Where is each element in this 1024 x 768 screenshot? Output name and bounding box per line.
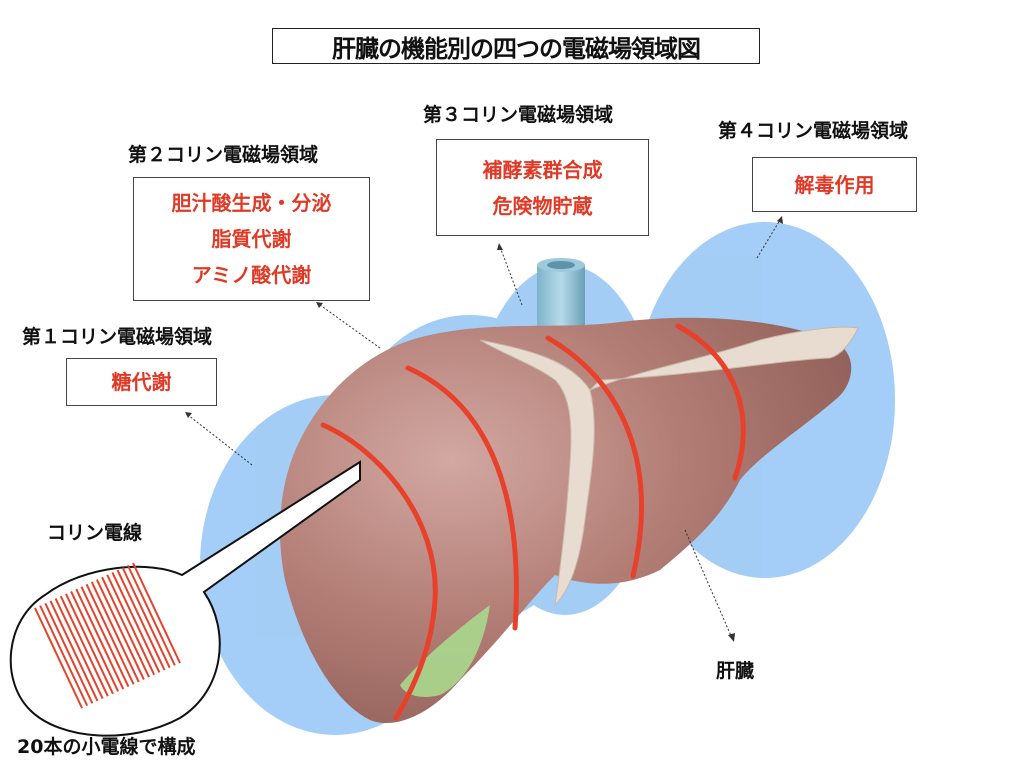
region-2-function: アミノ酸代謝 (191, 263, 312, 287)
small-wire (44, 602, 94, 704)
wire-2 (405, 365, 519, 631)
region-3-function: 補酵素群合成 (482, 157, 603, 182)
small-wire (101, 576, 150, 678)
region-2-label: 第２コリン電磁場領域 (128, 144, 319, 166)
small-wire (116, 569, 166, 671)
small-wire (111, 572, 161, 673)
small-wire (132, 562, 181, 664)
small-wire (70, 590, 120, 692)
small-wire (54, 598, 104, 699)
arrow-region-4 (756, 219, 781, 259)
wire-1 (320, 422, 438, 721)
callout-bubble (9, 460, 361, 737)
small-wire (90, 581, 140, 683)
page-title: 肝臓の機能別の四つの電磁場領域図 (272, 28, 760, 64)
region-1-function: 糖代謝 (111, 370, 172, 394)
small-wire (39, 605, 89, 707)
arrow-region-2 (319, 304, 381, 349)
small-wire (95, 579, 145, 681)
small-wire (126, 564, 176, 666)
small-wire (106, 574, 156, 676)
small-wire (65, 593, 114, 695)
region-1-label: 第１コリン電磁場領域 (22, 326, 213, 348)
region-2-function: 胆汁酸生成・分泌 (171, 191, 332, 215)
region-4-label: 第４コリン電磁場領域 (718, 120, 909, 142)
region-1-functions-box: 糖代謝 (66, 358, 217, 406)
small-wire (85, 583, 135, 685)
region-2-function: 脂質代謝 (211, 227, 292, 251)
liver-label: 肝臓 (716, 660, 755, 682)
region-4-function: 解毒作用 (794, 172, 875, 197)
arrow-region-1 (187, 414, 253, 466)
region-4-functions-box: 解毒作用 (752, 157, 917, 212)
gallbladder (400, 605, 490, 697)
small-wire (49, 600, 99, 702)
small-wire (34, 607, 83, 709)
callout-label: コリン電線 (47, 522, 143, 544)
wire-bundle (34, 562, 181, 709)
callout-caption: 20本の小電線で構成 (17, 736, 196, 758)
small-wire (121, 567, 171, 669)
region-3-function: 危険物貯蔵 (492, 193, 593, 218)
region-3-functions-box: 補酵素群合成 危険物貯蔵 (436, 139, 649, 236)
wire-3 (545, 335, 644, 579)
region-2-functions-box: 胆汁酸生成・分泌 脂質代謝 アミノ酸代謝 (133, 177, 370, 301)
wire-4 (675, 323, 746, 481)
small-wire (80, 586, 130, 688)
small-wire (75, 588, 125, 690)
small-wire (59, 595, 109, 697)
region-3-label: 第３コリン電磁場領域 (423, 104, 614, 126)
